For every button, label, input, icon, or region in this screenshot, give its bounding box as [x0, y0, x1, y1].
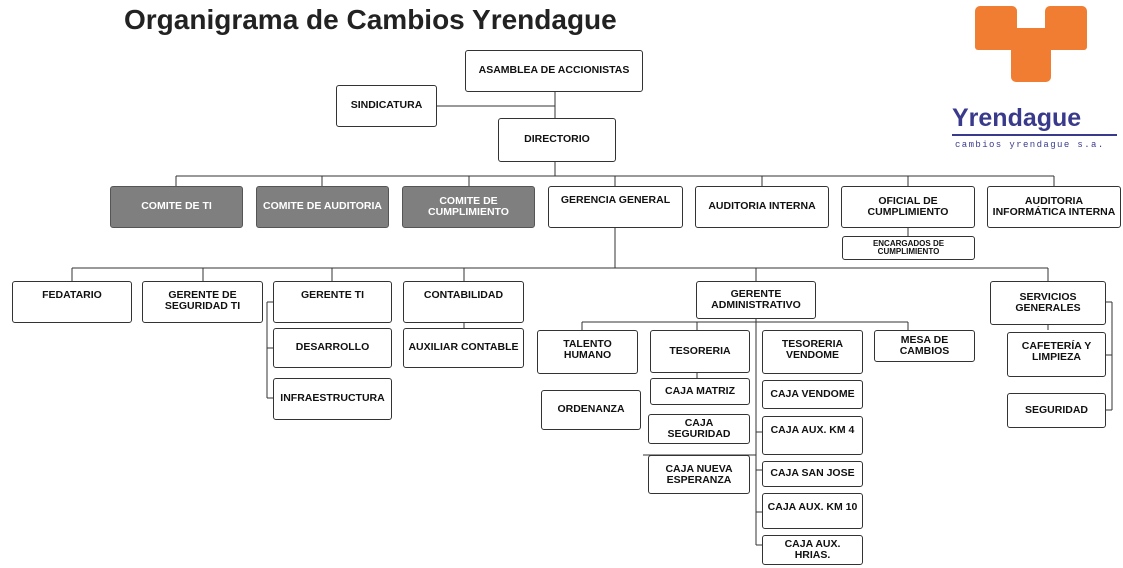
node-gerente-seguridad-ti: GERENTE DE SEGURIDAD TI [142, 281, 263, 323]
node-auditoria-interna: AUDITORIA INTERNA [695, 186, 829, 228]
node-oficial-cumplimiento: OFICIAL DE CUMPLIMIENTO [841, 186, 975, 228]
logo-underline [952, 134, 1117, 136]
node-servicios-generales: SERVICIOS GENERALES [990, 281, 1106, 325]
node-caja-aux-km4: CAJA AUX. KM 4 [762, 416, 863, 455]
page-title: Organigrama de Cambios Yrendague [124, 4, 617, 35]
node-talento-humano: TALENTO HUMANO [537, 330, 638, 374]
node-comite-cumplimiento: COMITE DE CUMPLIMIENTO [402, 186, 535, 228]
yrendague-logo-icon [975, 6, 1087, 82]
node-comite-auditoria: COMITE DE AUDITORIA [256, 186, 389, 228]
node-gerencia-general: GERENCIA GENERAL [548, 186, 683, 228]
node-mesa-cambios: MESA DE CAMBIOS [874, 330, 975, 362]
node-seguridad: SEGURIDAD [1007, 393, 1106, 428]
node-caja-aux-hrias: CAJA AUX. HRIAS. [762, 535, 863, 565]
node-tesoreria: TESORERIA [650, 330, 750, 373]
node-asamblea: ASAMBLEA DE ACCIONISTAS [465, 50, 643, 92]
node-caja-nueva-esperanza: CAJA NUEVA ESPERANZA [648, 455, 750, 494]
node-tesoreria-vendome: TESORERIA VENDOME [762, 330, 863, 374]
node-directorio: DIRECTORIO [498, 118, 616, 162]
node-sindicatura: SINDICATURA [336, 85, 437, 127]
node-caja-vendome: CAJA VENDOME [762, 380, 863, 409]
node-auditoria-informatica: AUDITORIA INFORMÁTICA INTERNA [987, 186, 1121, 228]
node-gerente-ti: GERENTE TI [273, 281, 392, 323]
node-ordenanza: ORDENANZA [541, 390, 641, 430]
node-fedatario: FEDATARIO [12, 281, 132, 323]
node-gerente-administrativo: GERENTE ADMINISTRATIVO [696, 281, 816, 319]
node-caja-matriz: CAJA MATRIZ [650, 378, 750, 405]
node-caja-seguridad: CAJA SEGURIDAD [648, 414, 750, 444]
node-infraestructura: INFRAESTRUCTURA [273, 378, 392, 420]
node-caja-aux-km10: CAJA AUX. KM 10 [762, 493, 863, 529]
node-cafeteria-limpieza: CAFETERÍA Y LIMPIEZA [1007, 332, 1106, 377]
node-desarrollo: DESARROLLO [273, 328, 392, 368]
logo-brand-text: Yrendague [952, 104, 1082, 132]
node-comite-ti: COMITE DE TI [110, 186, 243, 228]
node-auxiliar-contable: AUXILIAR CONTABLE [403, 328, 524, 368]
node-contabilidad: CONTABILIDAD [403, 281, 524, 323]
node-caja-san-jose: CAJA SAN JOSE [762, 461, 863, 487]
node-encargados-cumplimiento: ENCARGADOS DE CUMPLIMIENTO [842, 236, 975, 260]
logo-tagline: cambios yrendague s.a. [955, 140, 1105, 150]
